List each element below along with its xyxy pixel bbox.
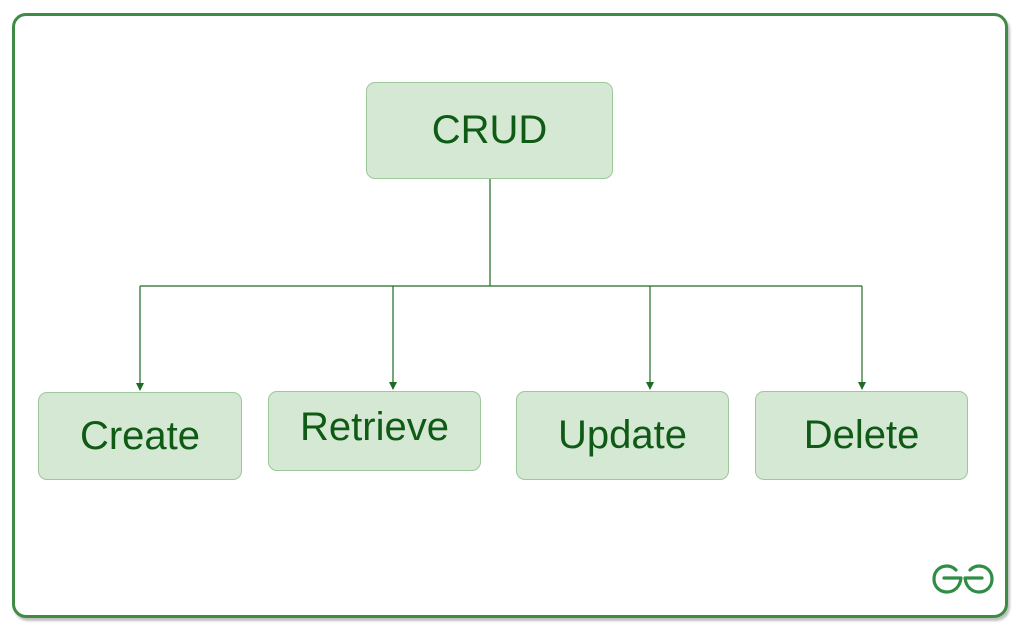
node-retrieve-label: Retrieve bbox=[300, 404, 449, 449]
node-update: Update bbox=[516, 391, 729, 480]
node-update-label: Update bbox=[558, 413, 687, 457]
gfg-logo-icon bbox=[932, 564, 994, 594]
node-create: Create bbox=[38, 392, 242, 480]
node-crud: CRUD bbox=[366, 82, 613, 179]
node-delete: Delete bbox=[755, 391, 968, 480]
node-create-label: Create bbox=[79, 413, 201, 458]
node-delete-label: Delete bbox=[803, 413, 920, 457]
node-crud-label: CRUD bbox=[431, 108, 548, 152]
node-retrieve: Retrieve bbox=[268, 391, 481, 471]
